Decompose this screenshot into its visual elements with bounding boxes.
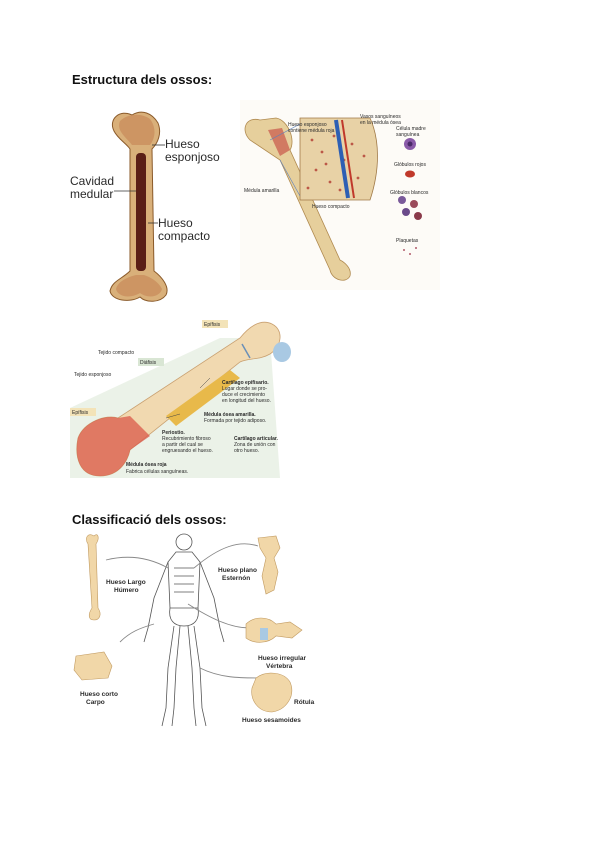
marrow-label-red: Glóbulos rojos (394, 162, 426, 168)
vertebra (245, 617, 303, 643)
label-articular: Cartílago articular. (234, 436, 279, 442)
label-long-1: Hueso Largo (106, 579, 146, 586)
marrow-label-platelets: Plaquetas (396, 238, 419, 244)
long-bone-diagram: Epífisis Diáfisis Epífisis Tejido compac… (70, 320, 291, 478)
articular-cartilage (273, 342, 291, 362)
label-articular-d2: otro hueso. (234, 448, 259, 454)
marrow-label-stem-sub: sanguínea (396, 132, 420, 138)
medullary-cavity (136, 153, 146, 271)
section-title-classification: Classificació dels ossos: (72, 512, 227, 527)
marrow-label-compact: Hueso compacto (312, 204, 350, 210)
label-spongy-2: esponjoso (165, 150, 220, 164)
label-diaphysis: Diáfisis (140, 360, 157, 366)
label-epi-cartilage-d2: duce el crecimiento (222, 392, 265, 398)
label-short-2: Carpo (86, 699, 105, 706)
skeleton-figure (143, 533, 225, 727)
sternum (257, 535, 281, 595)
carpal-bone (73, 651, 113, 681)
marrow-label-spongy: Hueso esponjoso (288, 122, 327, 128)
marrow-label-vessels: Vasos sanguíneos (360, 114, 401, 120)
label-irregular-1: Hueso irregular (258, 655, 307, 662)
yellow-marrow (166, 370, 240, 426)
label-periosteum-d1: Recubrimiento fibroso (162, 436, 211, 442)
label-periosteum-d3: engruesando el hueso. (162, 448, 213, 454)
label-spongy-tissue: Tejido esponjoso (74, 372, 111, 378)
label-epi-cartilage-d1: Lugar donde se pro- (222, 386, 267, 392)
label-spongy-1: Hueso (165, 137, 200, 151)
label-compact-2: compacto (158, 229, 210, 243)
magnified-section (299, 117, 378, 201)
label-epiphysis-left: Epífisis (72, 410, 89, 416)
label-epiphysis-top: Epífisis (204, 322, 221, 328)
femur-diagram: Hueso esponjoso Cavidad medular Hueso co… (70, 111, 220, 302)
section-title-structure: Estructura dels ossos: (72, 72, 213, 87)
label-flat-1: Hueso plano (218, 567, 257, 574)
label-irregular-2: Vértebra (266, 663, 293, 670)
label-sesamoid-2: Hueso sesamoides (242, 717, 301, 724)
label-compact-1: Hueso (158, 216, 193, 230)
white-cells (398, 196, 422, 220)
label-epi-cartilage: Cartílago epifisario. (222, 380, 269, 386)
label-periosteum-d2: a partir del cual se (162, 442, 203, 448)
arrows (105, 543, 261, 679)
label-yellow-marrow-d: Formada por tejido adiposo. (204, 418, 266, 424)
label-medullary-2: medular (70, 187, 113, 201)
label-compact-tissue: Tejido compacto (98, 350, 134, 356)
label-red-marrow-d: Fabrica células sanguíneas. (126, 469, 188, 475)
marrow-label-vessels-sub: en la médula ósea (360, 120, 401, 126)
label-red-marrow: Médula ósea roja (126, 462, 167, 468)
label-short-1: Hueso corto (80, 691, 118, 698)
marrow-label-stem: Célula madre (396, 126, 426, 132)
label-sesamoid-1: Rótula (294, 699, 315, 706)
patella (251, 672, 292, 713)
humerus (86, 534, 101, 621)
label-long-2: Húmero (114, 587, 139, 594)
marrow-label-yellow: Médula amarilla (244, 188, 280, 194)
bone-marrow-diagram: Hueso esponjoso contiene médula roja Vas… (240, 100, 440, 290)
label-epi-cartilage-d3: en longitud del hueso. (222, 398, 271, 404)
label-yellow-marrow: Médula ósea amarilla. (204, 412, 256, 418)
marrow-label-spongy-sub: contiene médula roja (288, 128, 335, 134)
platelets (403, 247, 417, 255)
label-periosteum: Periostio. (162, 430, 185, 436)
label-articular-d1: Zona de unión con (234, 442, 276, 448)
marrow-label-white: Glóbulos blancos (390, 190, 429, 196)
bone-classification-diagram: Hueso Largo Húmero Hueso plano Esternón … (73, 533, 315, 727)
red-cell (405, 170, 415, 178)
marrow-bone (244, 117, 351, 281)
label-medullary-1: Cavidad (70, 174, 114, 188)
label-flat-2: Esternón (222, 575, 250, 582)
